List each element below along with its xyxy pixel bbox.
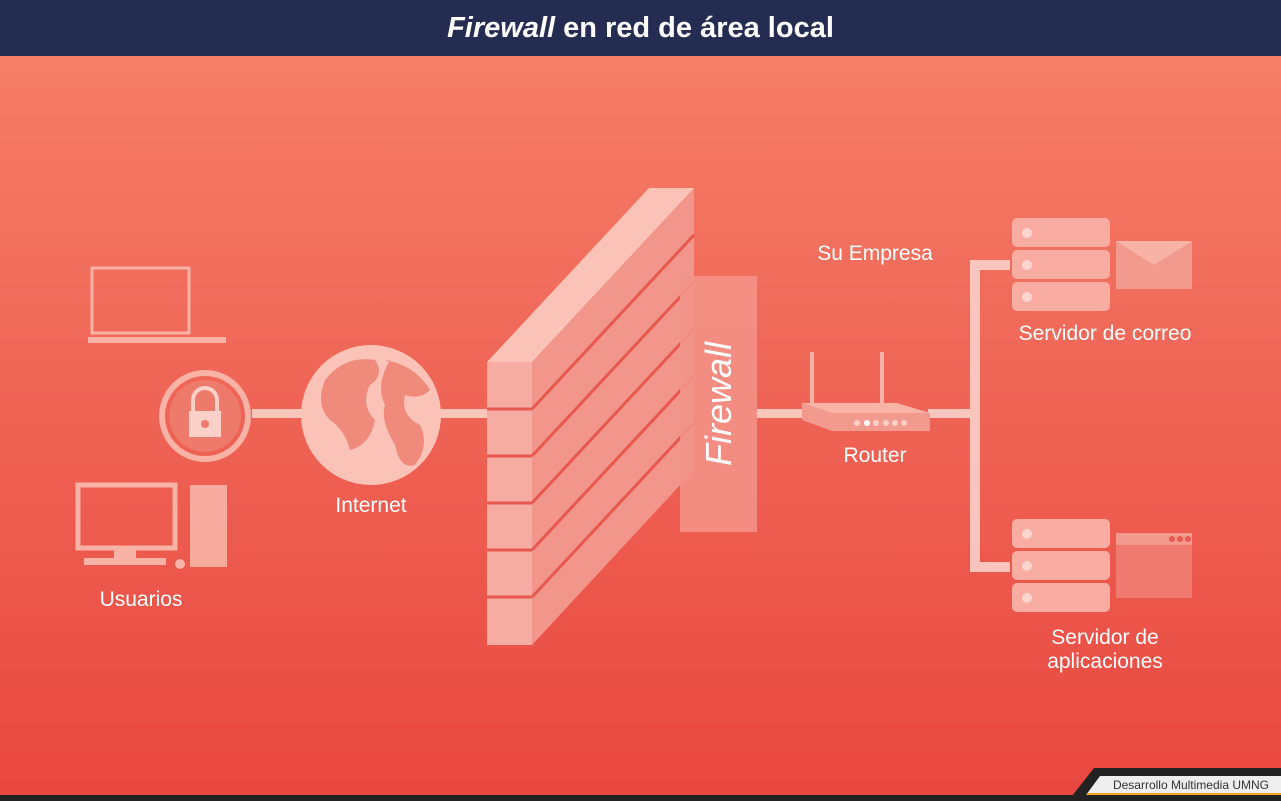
title-rest: en red de área local: [563, 11, 834, 44]
app-server-icon: [1012, 519, 1110, 612]
lock-icon: [159, 370, 251, 462]
router-label: Router: [843, 444, 907, 467]
app-server-label-line2: aplicaciones: [1047, 650, 1163, 673]
mail-icon: [1116, 241, 1192, 289]
globe-icon: [301, 345, 441, 485]
app-server-label-line1: Servidor de: [1051, 626, 1159, 649]
router-icon: [802, 352, 930, 431]
firewall-label-panel: Firewall: [680, 276, 757, 532]
laptop-icon: [88, 266, 226, 343]
credit-label: Desarrollo Multimedia UMNG: [1086, 776, 1281, 795]
users-label: Usuarios: [99, 588, 183, 611]
link-firewall-router: [757, 409, 817, 418]
link-app: [970, 562, 1010, 572]
link-internet-wall: [437, 409, 489, 418]
link-router-switch: [928, 409, 973, 418]
link-mail: [970, 260, 1010, 270]
firewall-label: Firewall: [697, 341, 739, 467]
company-label: Su Empresa: [817, 242, 933, 265]
internet-label: Internet: [335, 494, 407, 517]
mail-server-icon: [1012, 218, 1110, 311]
mail-server-label: Servidor de correo: [1018, 322, 1192, 345]
link-trunk: [970, 260, 980, 572]
link-lock-internet: [252, 409, 307, 418]
brick-wall: [487, 188, 696, 645]
browser-window-icon: [1116, 533, 1192, 598]
footer-bar: [0, 795, 1281, 801]
desktop-icon: [75, 482, 227, 569]
firewall-panel: [680, 276, 757, 532]
title-italic: Firewall: [447, 11, 556, 44]
